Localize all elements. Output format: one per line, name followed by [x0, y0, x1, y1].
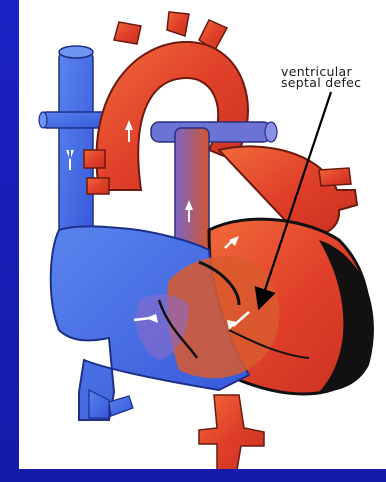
diagram-panel: ventricular septal defec	[19, 0, 386, 469]
label-line-2: septal defec	[281, 77, 386, 88]
aorta	[84, 12, 248, 194]
ventricular-septal-defect-label: ventricular septal defec	[281, 66, 386, 88]
descending-vessel	[199, 395, 264, 469]
